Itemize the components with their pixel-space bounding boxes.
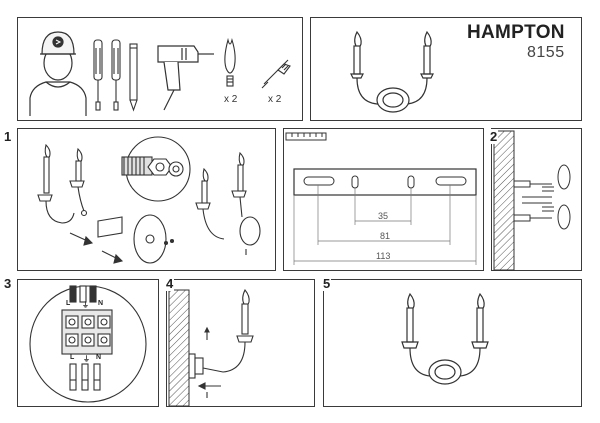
dimension-35: 35 [378,211,389,221]
terminal-bottom-n: N [96,354,102,361]
screwdriver-flat-icon [111,39,121,111]
terminal-top-ground: ⏚ [82,302,89,309]
model-number: 8155 [527,44,565,61]
step2-number: 2 [489,129,499,144]
step5-number: 5 [322,276,332,291]
pencil-icon [129,43,138,112]
terminal-bottom-ground: ⏚ [83,356,90,363]
bulb-icon [224,37,236,87]
step4-number: 4 [165,276,175,291]
drill-icon [157,45,214,111]
step4-illustration [168,289,254,407]
step4-panel: 4 [165,276,315,407]
bracket-panel: 35 81 113 [283,128,484,271]
step2-illustration [493,130,571,271]
terminal-bottom-l: L [70,354,75,361]
step1-illustration [37,136,261,264]
screwdriver-icon [93,39,103,111]
bulb-quantity: x 2 [224,94,238,105]
dimension-81: 81 [380,231,391,241]
tools-panel: x 2 x 2 [17,17,303,121]
step1-number: 1 [4,129,12,144]
product-lamp-illustration [350,30,434,113]
screw-quantity: x 2 [268,94,282,105]
step5-illustration [401,292,489,385]
bracket-drawing [285,132,477,265]
terminal-top-n: N [98,300,104,307]
tools-illustration [29,31,291,116]
step2-panel: 2 [489,128,582,271]
step3-number: 3 [4,276,12,291]
dimension-113: 113 [376,251,391,261]
screw-anchor-icon [261,59,291,89]
step3-panel: L ⏚ N L ⏚ N 3 [4,276,159,407]
product-panel: HAMPTON 8155 [310,17,582,121]
step3-wiring [29,285,147,403]
installer-icon [29,31,87,116]
step5-panel: 5 [322,276,582,407]
step1-panel: 1 [4,128,276,271]
terminal-top-l: L [66,300,71,307]
brand-title: HAMPTON [467,22,565,43]
